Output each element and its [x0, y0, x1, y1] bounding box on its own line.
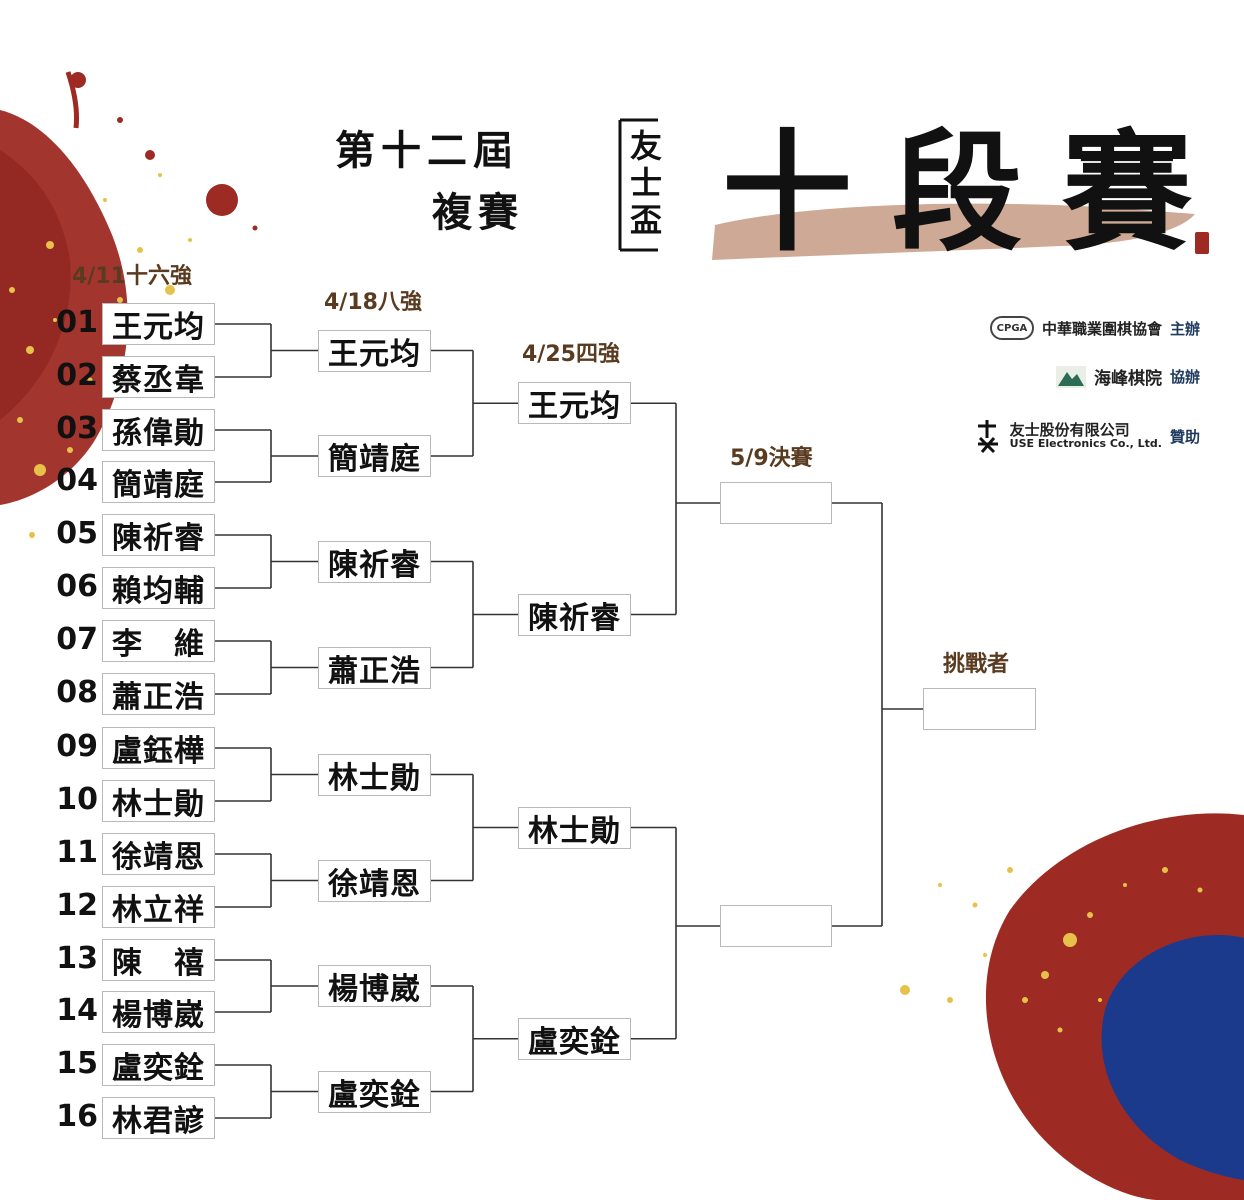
round-16-label: 4/11十六強: [72, 264, 192, 289]
player-box-round16: 林士勛: [102, 780, 215, 822]
brush-stroke: [712, 203, 1195, 260]
player-box-semifinal: 王元均: [518, 382, 631, 425]
edition-label: 第十二屆: [335, 127, 519, 174]
seed-number: 06: [56, 569, 98, 604]
player-box-semifinal: 陳祈睿: [518, 593, 631, 636]
player-box-round16: 盧奕銓: [102, 1044, 215, 1086]
player-box-semifinal: 盧奕銓: [518, 1017, 631, 1060]
seed-number: 14: [56, 993, 98, 1028]
gold-speckles-bottom-right: [900, 867, 1203, 1033]
player-box-round16: 楊博崴: [102, 991, 215, 1033]
player-box-round16: 李 維: [102, 620, 215, 662]
sponsor-co-organizer: 海峰棋院 協辦: [1055, 364, 1200, 389]
main-title: 十段賽: [722, 116, 1233, 269]
seed-number: 10: [56, 782, 98, 817]
sponsor-role: 贊助: [1169, 427, 1200, 446]
quarterfinal-label: 4/18八強: [324, 290, 422, 315]
cup-char: 盃: [629, 200, 662, 239]
player-box-quarterfinal: 王元均: [318, 329, 431, 372]
seed-number: 02: [56, 358, 98, 393]
sponsor-role: 協辦: [1169, 368, 1200, 386]
seed-number: 09: [56, 729, 98, 764]
cup-char: 友: [629, 127, 662, 165]
player-box-quarterfinal: 盧奕銓: [318, 1070, 431, 1113]
player-box-round16: 孫偉勛: [102, 409, 215, 451]
stage-label: 複賽: [432, 189, 524, 236]
seed-number: 04: [56, 463, 98, 498]
seed-number: 01: [56, 305, 98, 340]
player-box-round16: 陳祈睿: [102, 514, 215, 556]
red-seal: [1195, 232, 1209, 254]
blue-ink-circle-bottom-right: [1101, 934, 1244, 1180]
player-box-round16: 蔡丞韋: [102, 356, 215, 398]
sponsor-name-block: 友士股份有限公司 USE Electronics Co., Ltd.: [1010, 422, 1162, 451]
final-label: 5/9決賽: [730, 446, 813, 471]
semifinal-label: 4/25四強: [522, 342, 620, 367]
seed-number: 07: [56, 622, 98, 657]
seed-number: 16: [56, 1099, 98, 1134]
sponsor-name: 中華職業圍棋協會: [1041, 319, 1162, 338]
player-box-quarterfinal: 蕭正浩: [318, 646, 431, 689]
player-box-round16: 陳 禧: [102, 939, 215, 981]
finalist-box: [720, 482, 832, 524]
challenger-box: [923, 688, 1036, 730]
player-box-round16: 簡靖庭: [102, 461, 215, 503]
seed-number: 13: [56, 941, 98, 976]
player-box-round16: 林君諺: [102, 1097, 215, 1139]
player-box-round16: 蕭正浩: [102, 673, 215, 715]
player-box-round16: 林立祥: [102, 886, 215, 928]
seed-number: 12: [56, 888, 98, 923]
seed-number: 08: [56, 675, 98, 710]
player-box-round16: 盧鈺樺: [102, 727, 215, 769]
cup-char: 士: [629, 163, 662, 202]
gold-speckles-top-left: [9, 173, 192, 538]
player-box-quarterfinal: 楊博崴: [318, 965, 431, 1007]
seed-number: 11: [56, 835, 98, 870]
player-box-round16: 王元均: [102, 303, 215, 345]
player-box-quarterfinal: 簡靖庭: [318, 435, 431, 477]
player-box-quarterfinal: 陳祈睿: [318, 540, 431, 583]
sponsor-name: 友士股份有限公司: [1009, 420, 1130, 439]
cpga-logo-icon: CPGA: [989, 316, 1034, 340]
mountain-logo-icon: [1055, 365, 1086, 388]
player-box-quarterfinal: 徐靖恩: [318, 859, 431, 902]
player-box-semifinal: 林士勛: [518, 806, 631, 849]
challenger-label: 挑戰者: [943, 652, 1010, 677]
sponsor-host: CPGA 中華職業圍棋協會 主辦: [989, 316, 1200, 340]
seed-number: 05: [56, 516, 98, 551]
player-box-round16: 徐靖恩: [102, 833, 215, 875]
sponsor-name: 海峰棋院: [1093, 369, 1162, 389]
finalist-box: [720, 905, 832, 947]
red-ink-dot: [206, 184, 238, 216]
sponsor-role: 主辦: [1169, 319, 1200, 338]
cup-name: 友 士 盃: [626, 128, 666, 238]
sponsor-name-en: USE Electronics Co., Ltd.: [1009, 437, 1162, 451]
use-logo-icon: [977, 420, 998, 454]
sponsor-sponsor: 友士股份有限公司 USE Electronics Co., Ltd. 贊助: [974, 418, 1200, 454]
seed-number: 03: [56, 411, 98, 446]
player-box-round16: 賴均輔: [102, 567, 215, 609]
player-box-quarterfinal: 林士勛: [318, 753, 431, 796]
seed-number: 15: [56, 1046, 98, 1081]
